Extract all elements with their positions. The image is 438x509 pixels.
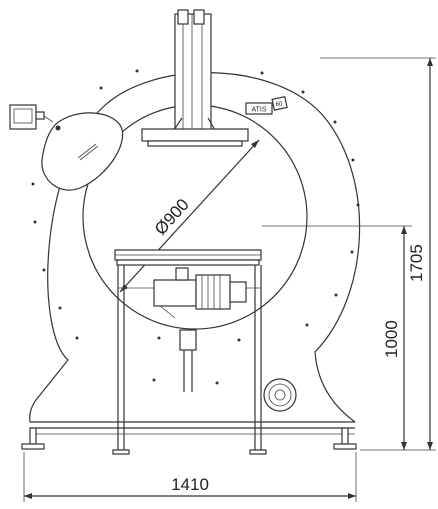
height-table-dimension: 1000 [262,225,412,450]
center-support [179,329,197,392]
model-mark: 60 [276,102,283,108]
ring-drive-fan [263,378,297,412]
conveyor-table [114,249,262,450]
vertical-mast [174,9,212,131]
height-table-label: 1000 [382,320,401,358]
height-total-dimension: 1705 [320,57,436,451]
width-total-dimension: 1410 [23,452,357,502]
model-label: ATIS [251,107,266,114]
model-badge: ATIS 60 [245,95,288,115]
film-carriage [141,117,249,147]
width-total-label: 1410 [171,475,209,494]
outer-ring [29,72,361,423]
ring-bolts [31,69,360,385]
base-frame [21,421,357,455]
drive-motor [153,267,247,319]
side-cover [41,112,124,191]
control-panel [9,104,54,130]
height-total-label: 1705 [407,244,426,282]
